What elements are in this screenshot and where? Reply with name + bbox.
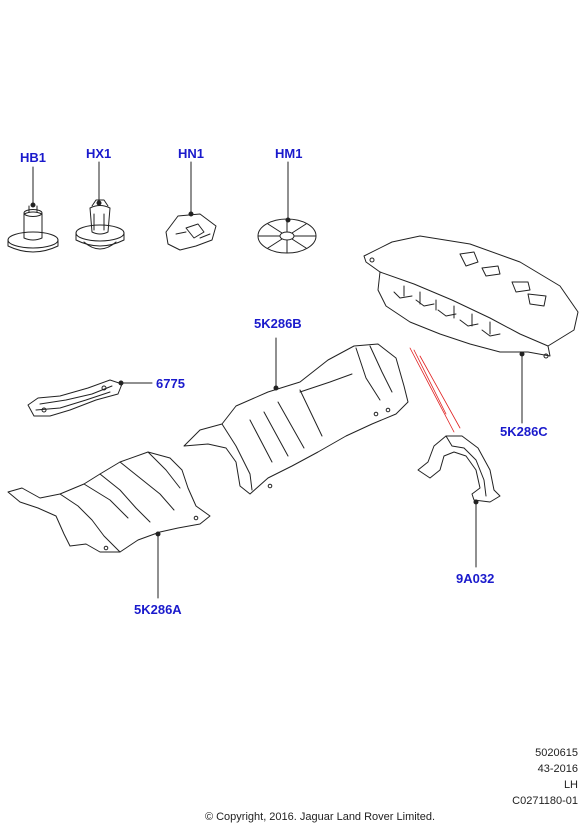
drawing-number: 5020615: [535, 747, 578, 759]
red-leader-lines: [409, 347, 461, 433]
callout-9a032[interactable]: 9A032: [456, 571, 495, 586]
callout-hm1[interactable]: HM1: [275, 146, 303, 161]
callout-5k286b[interactable]: 5K286B: [254, 316, 302, 331]
bracket-6775-drawing: [27, 379, 153, 417]
pushnut-hm1-drawing: [257, 161, 317, 254]
callout-hn1[interactable]: HN1: [178, 146, 205, 161]
fastener-hb1-drawing: [7, 166, 59, 253]
drawing-side: LH: [563, 779, 578, 791]
heat-shield-5k286c-drawing: [363, 235, 579, 424]
clip-hn1-drawing: [165, 161, 217, 251]
callout-6775[interactable]: 6775: [156, 376, 185, 391]
callout-5k286a[interactable]: 5K286A: [134, 602, 182, 617]
callout-hx1[interactable]: HX1: [86, 146, 112, 161]
callout-hb1[interactable]: HB1: [20, 150, 47, 165]
heat-shield-5k286a-drawing: [7, 451, 211, 599]
drawing-date: 43-2016: [537, 763, 578, 775]
heat-shield-5k286b-drawing: [183, 337, 409, 495]
drawing-reference: C0271180-01: [512, 795, 578, 807]
callout-5k286c[interactable]: 5K286C: [500, 424, 548, 439]
strap-9a032-drawing: [417, 435, 501, 568]
copyright-notice: © Copyright, 2016. Jaguar Land Rover Lim…: [204, 811, 436, 823]
fastener-hx1-drawing: [75, 161, 125, 250]
